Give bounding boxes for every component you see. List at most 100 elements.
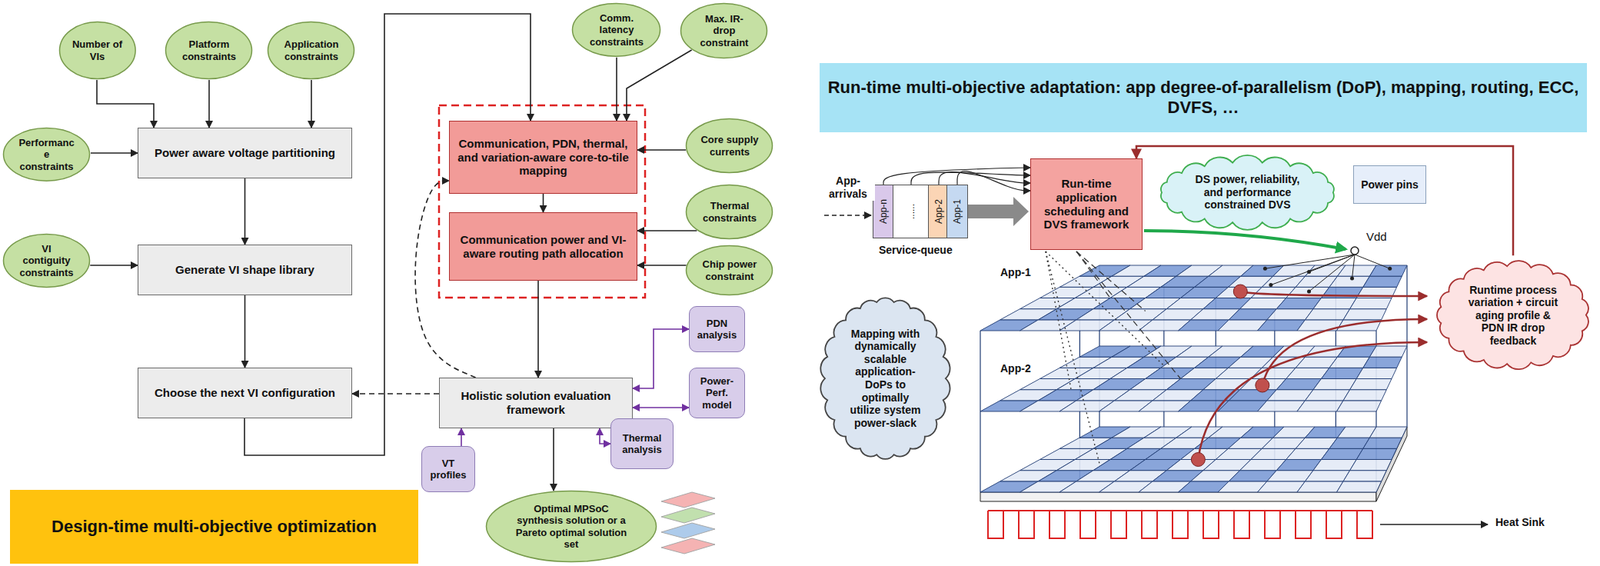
tile [1329,356,1370,368]
via-post [1406,265,1408,346]
tile [1343,389,1387,401]
node-text: Application constraints [282,38,341,63]
text-label: Service-queue [876,242,955,258]
node-text: Communication, PDN, thermal, and variati… [454,136,633,178]
tile [1356,367,1397,379]
constraint-ellipse: Core supply currents [685,117,774,174]
tile [1350,459,1392,471]
connector [637,229,697,232]
supply-wire [1270,254,1355,286]
text-label: Heat Sink [1493,515,1547,530]
ellipse-shape [686,185,773,240]
note-cloud: DS power, reliability, and performance c… [1150,151,1344,234]
connector [637,264,687,267]
node-text: Mapping with dynamically scalable applic… [845,327,925,430]
tile [1297,481,1344,493]
feedback-arrow [1240,291,1428,297]
constraint-ellipse: Optimal MPSoC synthesis solution or a Pa… [485,489,658,563]
node-text: Core supply currents [700,133,759,158]
tile [1350,379,1392,390]
text-label: Vdd [1363,229,1390,245]
tile [1343,470,1387,482]
node-text: Performance constraints [16,136,76,173]
power-pin [1263,266,1268,271]
chip-grid [980,251,1428,539]
connector [89,264,138,267]
tile [1363,356,1403,368]
tile [1337,481,1382,493]
node-text: Thermal analysis [615,432,669,456]
ellipse-shape [59,22,136,80]
tile [1321,367,1364,379]
node-text: Design-time multi-objective optimization [51,516,377,537]
ellipse-shape [166,22,253,80]
note-cloud: Mapping with dynamically scalable applic… [814,290,957,466]
node-text: Max. IR-drop constraint [695,13,754,49]
via-post [979,411,981,493]
connector [1136,146,1514,256]
text-label: App-arrivals [821,173,875,201]
tile [1369,265,1408,277]
text-label: App-2 [997,361,1034,376]
process-box: Power pins [1353,165,1427,204]
process-box: Communication power and VI-aware routing… [449,212,638,281]
tile [1369,426,1408,438]
constraint-ellipse: Chip power constraint [685,244,774,297]
tile [1350,298,1392,310]
node-text: Power aware voltage partitioning [154,146,336,160]
tile [1297,319,1344,331]
process-box: Generate VI shape library [137,244,353,296]
node-text: Run-time application scheduling and DVS … [1035,176,1138,232]
tile [1313,298,1357,310]
node-text: Chip power constraint [700,258,759,283]
ellipse-shape [485,491,656,563]
connector [911,172,1031,185]
analysis-box: Thermal analysis [610,418,674,470]
constraint-ellipse: Number of VIs [58,20,137,80]
mapping-line [1076,251,1111,299]
connector [208,79,210,128]
process-box: Communication, PDN, thermal, and variati… [449,120,638,194]
tile [1363,276,1403,287]
node-text: Optimal MPSoC synthesis solution or a Pa… [512,502,631,550]
analysis-box: PDN analysis [688,306,746,353]
tile-layer [980,265,1408,331]
tile [1305,309,1351,320]
node-text: PDN analysis [694,317,740,342]
connector [957,171,1031,191]
layer-stack-icon [661,492,716,554]
via-post [979,330,981,412]
tile [1305,470,1351,482]
die-slab [980,492,1377,502]
connector [938,172,1031,185]
heat-sink-arrow [1380,523,1488,526]
supply-wire [1264,254,1355,269]
ellipse-shape [268,22,355,80]
mapping-line [1076,251,1181,380]
constraint-ellipse: Platform constraints [164,20,253,80]
node-text: App-1 [951,199,963,224]
sensor-dot [1233,284,1248,299]
process-box: Design-time multi-objective optimization [9,489,419,564]
sensor-dot [1255,378,1270,393]
process-box: Run-time application scheduling and DVS … [1030,158,1143,250]
tile [1363,437,1403,449]
tile [1337,400,1382,412]
mapping-line [1076,251,1146,312]
node-text: Holistic solution evaluation framework [444,389,628,416]
node-text: App-2 [933,199,945,224]
node-text: ...... [905,203,917,220]
power-pin [1307,289,1311,294]
node-text: Comm. latency constraints [586,12,647,48]
analysis-box: Power-Perf. model [688,367,746,419]
heat-sink [987,510,1373,539]
note-cloud: Runtime process variation + circuit agin… [1429,255,1597,375]
connector [244,295,247,368]
tile [1321,448,1364,460]
connector [632,329,689,389]
connector [537,280,539,378]
ellipse-shape [3,128,90,182]
power-pin [1268,282,1273,287]
connector [599,428,611,444]
